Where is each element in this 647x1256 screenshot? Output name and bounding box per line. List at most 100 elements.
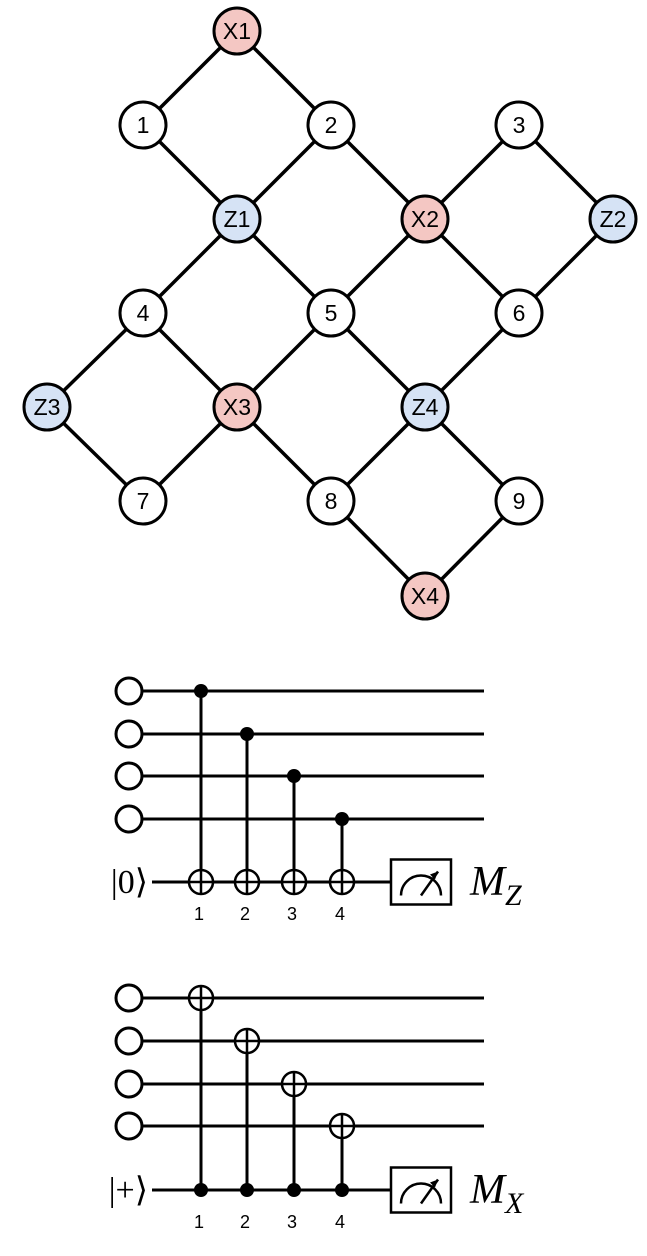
node-label: Z2 — [600, 206, 627, 232]
gate-order-label: 2 — [240, 1212, 250, 1232]
node-label: Z4 — [412, 394, 439, 420]
node-circle — [588, 194, 638, 244]
node-circle — [212, 382, 262, 432]
data-qubit-input — [114, 983, 144, 1013]
node-label: Z3 — [34, 394, 61, 420]
gate-order-label: 2 — [240, 904, 250, 924]
control-dot — [287, 769, 301, 783]
meter-arc — [399, 874, 443, 896]
stabilizer-node: X1 — [212, 6, 262, 56]
data-qubit-node: 6 — [494, 288, 544, 338]
node-circle — [494, 100, 544, 150]
cnot-gate: 1 — [187, 984, 215, 1232]
meter-box — [389, 858, 453, 906]
meter-arc — [399, 1182, 443, 1204]
control-dot — [335, 812, 349, 826]
data-qubit-node: 8 — [306, 476, 356, 526]
node-label: 8 — [325, 488, 338, 514]
data-qubit-node: 1 — [118, 100, 168, 150]
node-circle — [306, 288, 356, 338]
data-qubit-input — [114, 719, 144, 749]
ancilla-state-label: |0⟩ — [111, 864, 148, 901]
cnot-gate: 2 — [233, 727, 261, 924]
node-circle — [400, 194, 450, 244]
surface-code-lattice: X1 1 2 3Z1 X2 Z2 4 5 6Z3 X3 Z4 7 8 9X4 — [22, 6, 638, 621]
measurement-label: MZ — [469, 859, 522, 912]
node-label: 7 — [137, 488, 150, 514]
gate-order-label: 1 — [194, 1212, 204, 1232]
node-label: 4 — [137, 300, 150, 326]
data-qubit-input — [114, 1069, 144, 1099]
node-label: 5 — [325, 300, 338, 326]
node-label: 9 — [513, 488, 526, 514]
data-qubit-node: 4 — [118, 288, 168, 338]
node-circle — [22, 382, 72, 432]
lattice-nodes: X1 1 2 3Z1 X2 Z2 4 5 6Z3 X3 Z4 7 8 9X4 — [22, 6, 638, 621]
measurement-letter: M — [469, 859, 507, 905]
node-circle — [494, 476, 544, 526]
data-qubit-input — [114, 1111, 144, 1141]
control-dot — [194, 1183, 208, 1197]
control-dot — [194, 684, 208, 698]
measurement-meter-icon — [389, 858, 453, 906]
gate-order-label: 3 — [287, 904, 297, 924]
cnot-gate: 2 — [233, 1027, 261, 1232]
gate-order-label: 1 — [194, 904, 204, 924]
x-stabilizer-circuit: |+⟩ 1 2 3 4 MX — [109, 983, 525, 1232]
data-qubit-input — [114, 761, 144, 791]
gate-order-label: 4 — [335, 904, 345, 924]
node-circle — [212, 194, 262, 244]
node-circle — [400, 571, 450, 621]
meter-box — [389, 1166, 453, 1214]
node-label: 2 — [325, 112, 338, 138]
measurement-basis: Z — [505, 879, 522, 912]
data-qubit-node: 3 — [494, 100, 544, 150]
z-stabilizer-circuit: |0⟩ 1 2 3 4 MZ — [111, 676, 522, 924]
node-circle — [306, 100, 356, 150]
node-label: 6 — [513, 300, 526, 326]
stabilizer-node: Z1 — [212, 194, 262, 244]
node-label: X2 — [411, 206, 439, 232]
node-label: X1 — [223, 18, 251, 44]
stabilizer-node: Z3 — [22, 382, 72, 432]
control-dot — [240, 1183, 254, 1197]
stabilizer-node: X2 — [400, 194, 450, 244]
stabilizer-node: X3 — [212, 382, 262, 432]
cnot-gate: 4 — [328, 812, 356, 924]
cnot-gate: 1 — [187, 684, 215, 924]
cnot-gate: 3 — [280, 1070, 308, 1232]
data-qubit-node: 2 — [306, 100, 356, 150]
data-qubit-node: 7 — [118, 476, 168, 526]
control-dot — [240, 727, 254, 741]
meter-arrowhead — [430, 871, 438, 880]
measurement-label: MX — [469, 1167, 525, 1220]
node-circle — [118, 476, 168, 526]
stabilizer-node: X4 — [400, 571, 450, 621]
measurement-letter: M — [469, 1167, 507, 1213]
node-label: 1 — [137, 112, 150, 138]
node-circle — [306, 476, 356, 526]
measurement-meter-icon — [389, 1166, 453, 1214]
data-qubit-input — [114, 804, 144, 834]
data-qubit-input — [114, 1026, 144, 1056]
node-label: Z1 — [224, 206, 251, 232]
control-dot — [335, 1183, 349, 1197]
data-qubit-node: 5 — [306, 288, 356, 338]
ancilla-state-label: |+⟩ — [109, 1172, 148, 1209]
node-circle — [400, 382, 450, 432]
node-circle — [118, 288, 168, 338]
node-label: 3 — [513, 112, 526, 138]
meter-arrowhead — [430, 1179, 438, 1188]
control-dot — [287, 1183, 301, 1197]
gate-order-label: 4 — [335, 1212, 345, 1232]
measurement-basis: X — [504, 1187, 525, 1220]
node-circle — [494, 288, 544, 338]
cnot-gate: 4 — [328, 1112, 356, 1232]
node-label: X4 — [411, 583, 439, 609]
stabilizer-node: Z4 — [400, 382, 450, 432]
node-circle — [118, 100, 168, 150]
node-circle — [212, 6, 262, 56]
data-qubit-node: 9 — [494, 476, 544, 526]
data-qubit-input — [114, 676, 144, 706]
